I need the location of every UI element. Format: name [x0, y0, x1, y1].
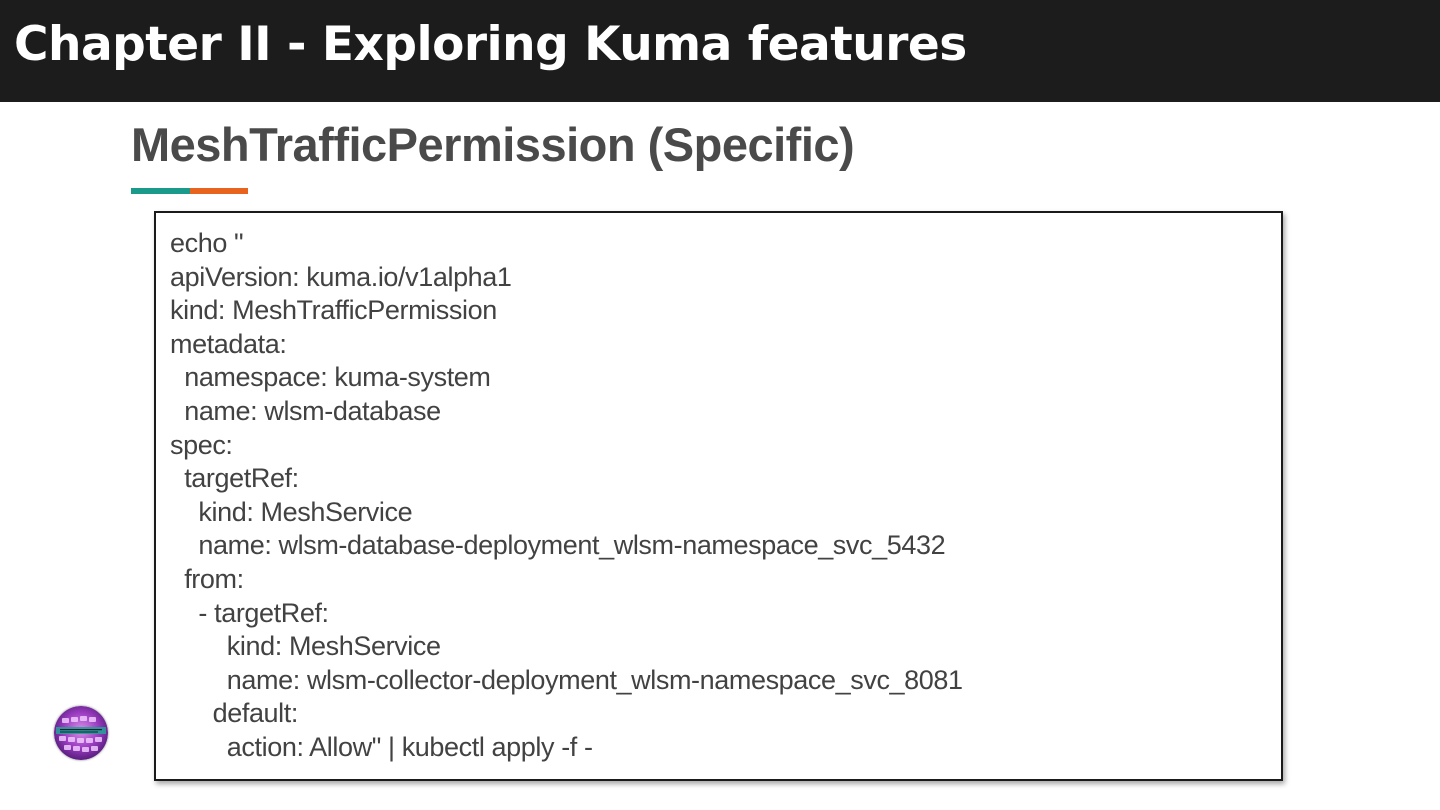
code-line: kind: MeshService [170, 631, 441, 662]
code-line: apiVersion: kuma.io/v1alpha1 [170, 261, 512, 292]
title-underline-teal [131, 188, 190, 194]
header-bar: Chapter II - Exploring Kuma features [0, 0, 1440, 102]
code-line: kind: MeshService [170, 496, 413, 527]
code-lines: echo " apiVersion: kuma.io/v1alpha1 kind… [170, 227, 963, 765]
code-line: name: wlsm-database [170, 395, 441, 426]
code-line: default: [170, 698, 299, 729]
code-line: from: [170, 563, 244, 594]
code-line: namespace: kuma-system [170, 362, 491, 393]
code-line: metadata: [170, 328, 287, 359]
code-block: echo " apiVersion: kuma.io/v1alpha1 kind… [154, 211, 1283, 781]
title-underline-orange [190, 188, 248, 194]
slide-title: MeshTrafficPermission (Specific) [131, 118, 855, 171]
code-line: name: wlsm-collector-deployment_wlsm-nam… [170, 664, 963, 695]
code-line: echo " [170, 228, 244, 258]
code-line: spec: [170, 429, 233, 460]
keyboard-logo-icon [54, 706, 108, 760]
chapter-title: Chapter II - Exploring Kuma features [14, 17, 967, 72]
code-line: kind: MeshTrafficPermission [170, 295, 497, 326]
code-line: action: Allow" | kubectl apply -f - [170, 731, 593, 762]
code-line: name: wlsm-database-deployment_wlsm-name… [170, 530, 946, 561]
code-line: targetRef: [170, 463, 299, 494]
code-line: - targetRef: [170, 597, 329, 628]
